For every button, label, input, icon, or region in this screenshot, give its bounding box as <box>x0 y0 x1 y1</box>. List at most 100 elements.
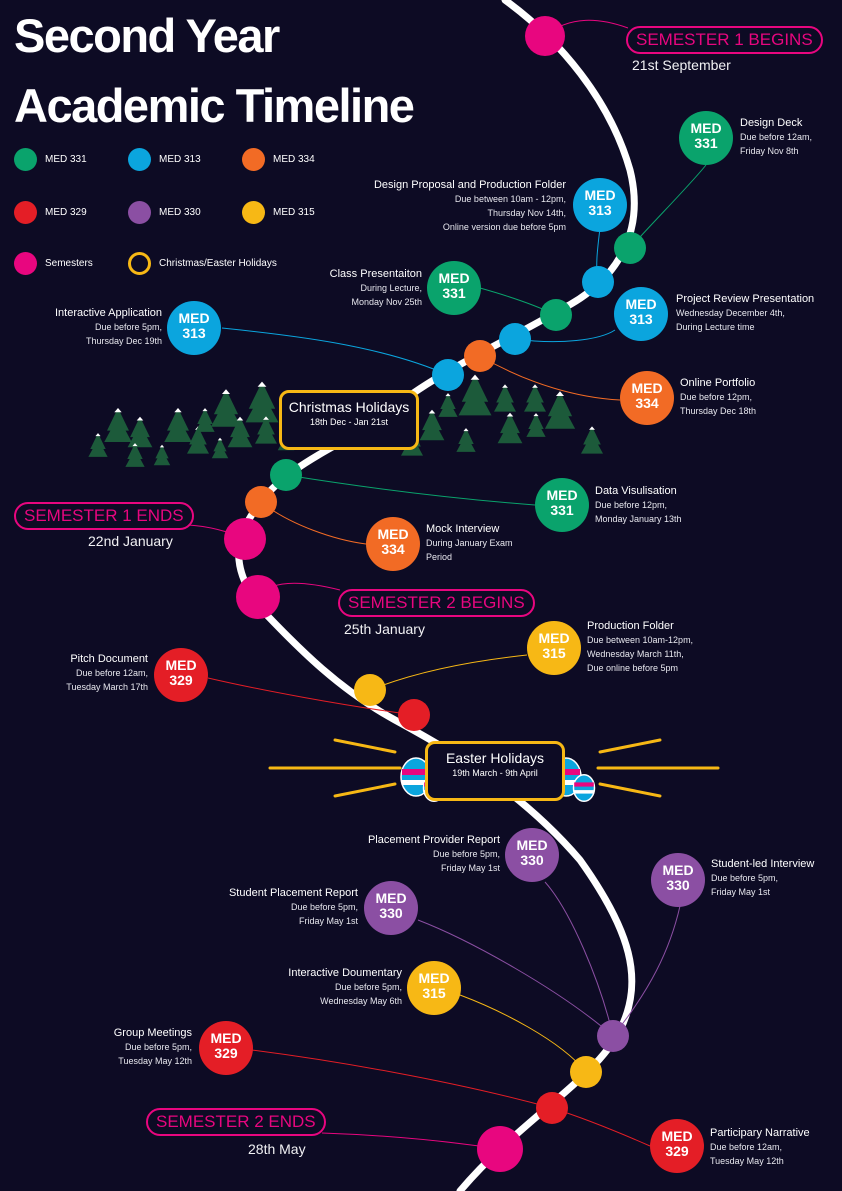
timeline-node <box>582 266 614 298</box>
legend-label: MED 329 <box>45 207 87 218</box>
module-badge-number: 313 <box>588 202 612 218</box>
tree-icon <box>195 408 215 432</box>
task-detail: Due before 12am, Tuesday May 12th <box>710 1142 784 1166</box>
connector-mock-interview <box>260 501 367 545</box>
module-badge-prefix: MED <box>661 1128 693 1144</box>
tree-icon <box>581 426 603 454</box>
legend-item: MED 330 <box>128 201 201 224</box>
task-title: Class Presentaiton <box>329 268 422 280</box>
task-title: Project Review Presentation <box>676 293 815 305</box>
tree-icon <box>88 433 108 457</box>
module-badge-prefix: MED <box>375 890 407 906</box>
connector-data-vis <box>285 474 536 506</box>
task-detail: Due before 5pm, Friday May 1st <box>432 849 500 873</box>
module-badge-number: 331 <box>694 135 718 151</box>
tree-icon <box>164 408 192 442</box>
connector-student-led <box>612 905 681 1037</box>
tree-icon <box>210 389 242 427</box>
easter-egg-icon <box>572 773 596 803</box>
task-detail: Due before 12pm, Thursday Dec 18th <box>680 392 757 416</box>
task-title: Online Portfolio <box>680 377 756 389</box>
module-badge-prefix: MED <box>178 310 210 326</box>
legend-item: MED 331 <box>14 148 87 171</box>
tree-icon <box>127 416 153 448</box>
legend-label: Semesters <box>45 258 93 269</box>
connector-interactive-doc <box>459 994 587 1073</box>
timeline-node <box>432 359 464 391</box>
tree-icon <box>458 374 492 416</box>
module-badge-number: 334 <box>635 395 659 411</box>
timeline-node <box>224 518 266 560</box>
connector-interactive-app <box>221 327 449 376</box>
connector-group-meetings <box>251 1049 553 1109</box>
legend-item: Christmas/Easter Holidays <box>128 252 277 275</box>
semester-2-ends-date: 28th May <box>248 1141 306 1157</box>
task-detail: Due before 12am, Friday Nov 8th <box>740 132 813 156</box>
task-detail: Due before 5pm, Wednesday May 6th <box>320 982 402 1006</box>
module-badge-prefix: MED <box>662 862 694 878</box>
easter-holidays-dates: 19th March - 9th April <box>452 768 538 778</box>
tree-icon <box>544 391 576 429</box>
tree-icon <box>456 428 476 452</box>
semester-1-begins-pill: SEMESTER 1 BEGINS <box>626 26 823 54</box>
task-detail: Due before 5pm, Friday May 1st <box>290 902 358 926</box>
page-title-line2: Academic Timeline <box>14 79 415 132</box>
module-badge-prefix: MED <box>584 187 616 203</box>
task-detail: Due before 12am, Tuesday March 17th <box>66 668 148 692</box>
timeline-node <box>499 323 531 355</box>
timeline-node <box>398 699 430 731</box>
module-badge-prefix: MED <box>538 630 570 646</box>
semester-2-ends-pill: SEMESTER 2 ENDS <box>146 1108 326 1136</box>
module-badge-prefix: MED <box>516 837 548 853</box>
task-detail: Due between 10am-12pm, Wednesday March 1… <box>587 635 694 673</box>
legend-label: MED 331 <box>45 154 87 165</box>
module-badge-number: 315 <box>422 985 446 1001</box>
legend-swatch <box>242 148 265 171</box>
connector-online-portfolio <box>479 355 621 401</box>
task-title: Placement Provider Report <box>367 834 500 846</box>
legend-swatch <box>14 201 37 224</box>
connector-sem2-ends <box>321 1132 501 1150</box>
timeline-node <box>525 16 565 56</box>
module-badge-prefix: MED <box>690 120 722 136</box>
tree-icon <box>494 384 516 412</box>
legend-label: Christmas/Easter Holidays <box>159 258 277 269</box>
task-detail: During Lecture, Monday Nov 25th <box>351 283 422 307</box>
module-badge-prefix: MED <box>210 1030 242 1046</box>
task-title: Interactive Application <box>54 307 162 319</box>
legend-item: MED 315 <box>242 201 315 224</box>
task-detail: Due before 12pm, Monday January 13th <box>595 500 682 524</box>
tree-icon <box>245 381 279 423</box>
semester-1-begins-date: 21st September <box>632 57 731 73</box>
connector-placement-provider <box>544 881 614 1037</box>
tree-icon <box>104 408 132 442</box>
tree-icon <box>526 413 546 437</box>
tree-icon <box>211 437 229 459</box>
easter-holidays-title: Easter Holidays <box>445 750 545 766</box>
connector-design-deck <box>629 164 707 249</box>
module-badge-number: 313 <box>182 325 206 341</box>
connector-student-placement <box>417 919 614 1037</box>
module-badge-prefix: MED <box>631 380 663 396</box>
christmas-holidays-dates: 18th Dec - Jan 21st <box>309 417 389 427</box>
legend-swatch <box>14 252 37 275</box>
timeline-node <box>245 486 277 518</box>
timeline-node <box>597 1020 629 1052</box>
tree-icon <box>438 393 458 417</box>
page-title-line1: Second Year <box>14 9 280 62</box>
